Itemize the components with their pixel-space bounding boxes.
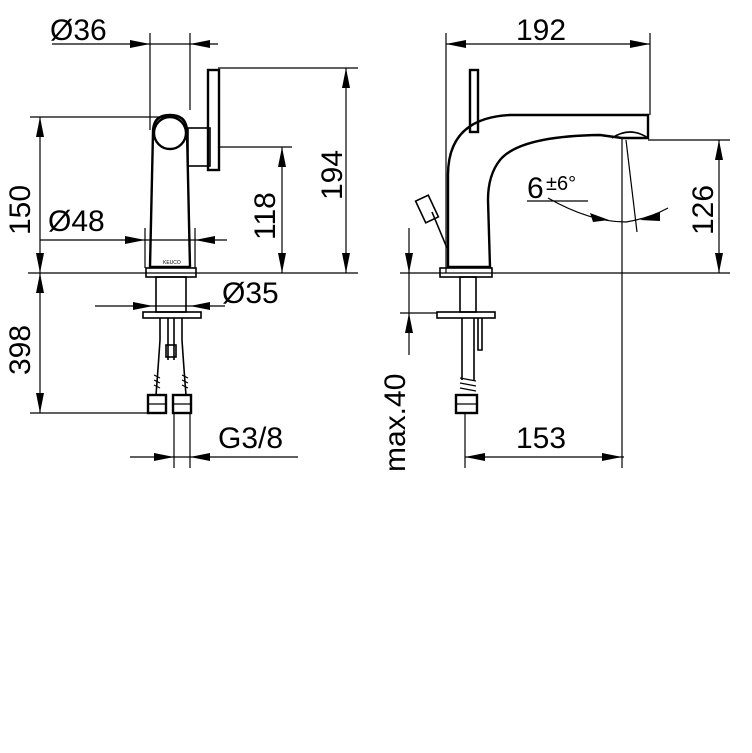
front-hose-braid: [153, 374, 189, 389]
dim-handle-height: 150: [4, 185, 37, 235]
side-hose: [461, 318, 475, 380]
dim-spout-diameter: Ø36: [50, 14, 107, 47]
front-mount-plate: [142, 311, 202, 319]
side-view: 192 126 6 ±6° max.40 153: [379, 14, 730, 472]
side-lever: [468, 68, 480, 134]
dim-lever-axis-height: 118: [249, 192, 282, 240]
side-mount-plate: [436, 311, 496, 319]
dim-spray-angle-tolerance: ±6°: [546, 173, 576, 195]
dim-connection-thread: G3/8: [218, 422, 283, 455]
dim-spout-outlet-height: 126: [687, 185, 720, 235]
side-hose-braid: [459, 377, 477, 392]
front-view: KEUCO Ø36 150 Ø48 194 118: [4, 14, 358, 468]
brand-mark: KEUCO: [163, 260, 181, 266]
dim-base-diameter: Ø35: [222, 277, 279, 310]
front-hose-left: [155, 318, 161, 396]
front-rod: [167, 318, 175, 360]
dim-body-diameter: Ø48: [48, 205, 105, 238]
dim-spout-reach: 153: [516, 422, 566, 455]
front-lever: [206, 68, 221, 172]
front-lever-base: [187, 127, 211, 167]
side-popup-knob: [414, 194, 440, 224]
side-body-outline: [446, 113, 650, 269]
side-shank: [459, 276, 477, 313]
front-hose-right: [181, 318, 187, 396]
side-rod: [477, 318, 483, 351]
front-shank: [155, 276, 187, 313]
dim-max-deck-thickness: max.40: [379, 374, 412, 472]
dim-hose-length: 398: [4, 325, 37, 375]
dim-spray-angle: 6: [527, 172, 544, 205]
side-spout-outlet: [611, 131, 649, 139]
dim-total-depth: 192: [516, 14, 566, 47]
side-popup-rod: [431, 211, 448, 249]
dim-overall-height: 194: [316, 150, 349, 200]
front-lever-cap: [152, 115, 188, 151]
front-hose-clip: [165, 344, 177, 358]
